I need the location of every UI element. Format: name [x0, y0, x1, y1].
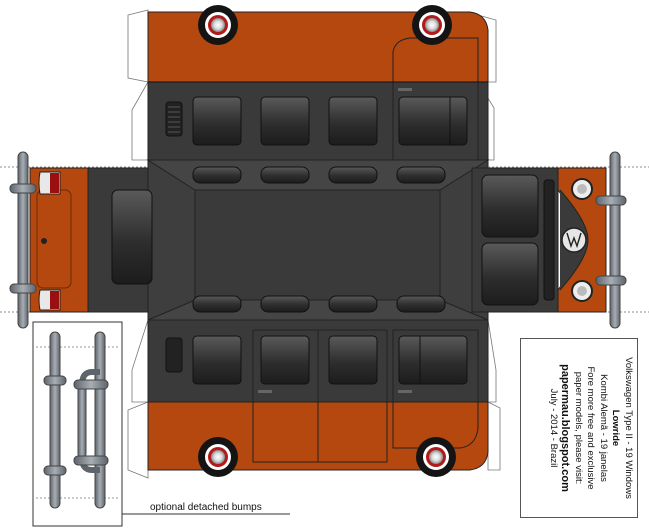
vw-logo [561, 227, 587, 253]
front-panel [471, 151, 649, 329]
windshield [481, 242, 539, 306]
bumps-caption: optional detached bumps [150, 502, 262, 513]
rear-bumper [9, 151, 37, 329]
window [192, 96, 242, 146]
website-link[interactable]: papermau.blogspot.com [559, 364, 572, 492]
model-title: Volkswagen Type II - 19 Windows [623, 357, 634, 499]
vent-grille [165, 101, 183, 137]
top-side-panel [127, 5, 497, 161]
roof-panel [146, 159, 490, 321]
window [260, 335, 310, 385]
rear-panel [0, 151, 153, 329]
wheel [412, 5, 452, 45]
rear-window [111, 189, 153, 285]
wheel [198, 5, 238, 45]
bottom-side-panel [127, 319, 501, 479]
window [260, 96, 310, 146]
model-name-pt: Kombi Alemã - 19 janelas [598, 374, 609, 482]
window [328, 335, 378, 385]
promo-line-2: paper models, please visit: [573, 371, 584, 485]
credits-text: Volkswagen Type II - 19 Windows Lowride … [524, 342, 634, 514]
model-subtitle: Lowride [610, 409, 622, 447]
credits-box: Volkswagen Type II - 19 Windows Lowride … [520, 338, 638, 518]
window [398, 335, 468, 385]
front-bumper [595, 151, 627, 329]
detached-bumps-box [32, 321, 123, 527]
windshield [481, 174, 539, 238]
wheel [416, 437, 456, 477]
date-line: July - 2014 - Brazil [548, 388, 559, 468]
wheel [198, 437, 238, 477]
window [328, 96, 378, 146]
window [192, 335, 242, 385]
promo-line-1: Fore more free and exclusive [585, 366, 597, 490]
window [398, 96, 468, 146]
